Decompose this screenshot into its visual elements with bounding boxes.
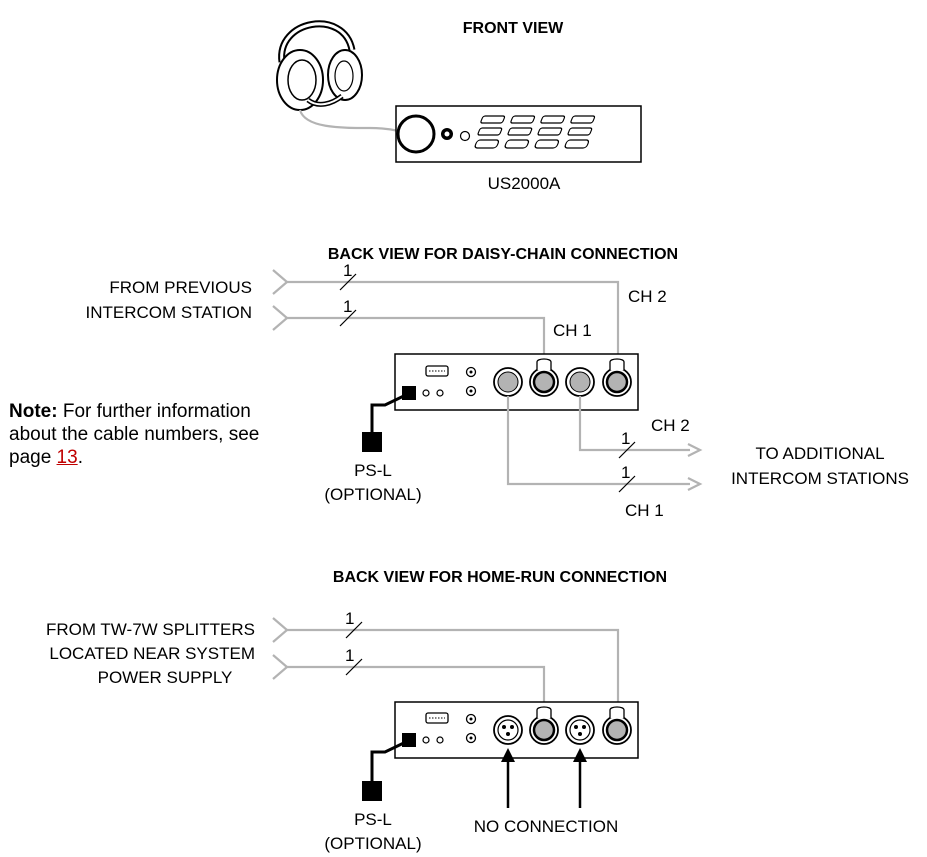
home-run-cable-number-bottom: 1 [345, 646, 354, 665]
daisy-ch1-input-label: CH 1 [553, 321, 592, 340]
home-run-back-panel [394, 701, 639, 759]
daisy-input-cables [272, 269, 620, 362]
to-additional-label-1: TO ADDITIONAL [755, 444, 884, 463]
page-link[interactable]: 13 [56, 447, 78, 468]
daisy-cable-number-top: 1 [343, 261, 352, 280]
daisy-chain-title: BACK VIEW FOR DAISY-CHAIN CONNECTION [328, 246, 678, 263]
headset-icon [276, 20, 363, 111]
home-run-power-cable [362, 738, 411, 801]
home-run-from-label-1: FROM TW-7W SPLITTERS [46, 620, 255, 639]
home-run-title: BACK VIEW FOR HOME-RUN CONNECTION [333, 569, 667, 586]
no-connection-label: NO CONNECTION [474, 817, 619, 836]
daisy-cable-number-bottom: 1 [343, 297, 352, 316]
to-additional-label-2: INTERCOM STATIONS [731, 469, 909, 488]
note-text: For further information about the cable … [9, 401, 260, 468]
home-run-from-label-2: LOCATED NEAR SYSTEM [49, 644, 255, 663]
daisy-out-cable-number-ch1: 1 [621, 463, 630, 482]
daisy-optional-label: (OPTIONAL) [324, 485, 421, 504]
home-run-input-cables [272, 617, 620, 710]
note-label: Note: [9, 401, 58, 422]
home-run-cable-number-top: 1 [345, 609, 354, 628]
no-connection-arrows [501, 748, 587, 808]
daisy-from-label-2: INTERCOM STATION [85, 303, 252, 322]
cable-note: Note: For further information about the … [9, 400, 271, 469]
daisy-out-cable-number-ch2: 1 [621, 429, 630, 448]
model-label: US2000A [488, 174, 561, 193]
daisy-ch1-output-label: CH 1 [625, 501, 664, 520]
home-run-psl-label: PS-L [354, 810, 392, 829]
front-view-title: FRONT VIEW [463, 20, 564, 37]
daisy-back-panel [394, 353, 639, 411]
daisy-power-cable [362, 391, 411, 452]
home-run-optional-label: (OPTIONAL) [324, 834, 421, 853]
daisy-ch2-output-label: CH 2 [651, 416, 690, 435]
note-end: . [77, 447, 83, 468]
daisy-ch2-input-label: CH 2 [628, 287, 667, 306]
daisy-from-label-1: FROM PREVIOUS [109, 278, 252, 297]
daisy-output-cables [506, 396, 703, 493]
daisy-psl-label: PS-L [354, 461, 392, 480]
front-panel [395, 105, 642, 163]
home-run-from-label-3: POWER SUPPLY [98, 668, 233, 687]
